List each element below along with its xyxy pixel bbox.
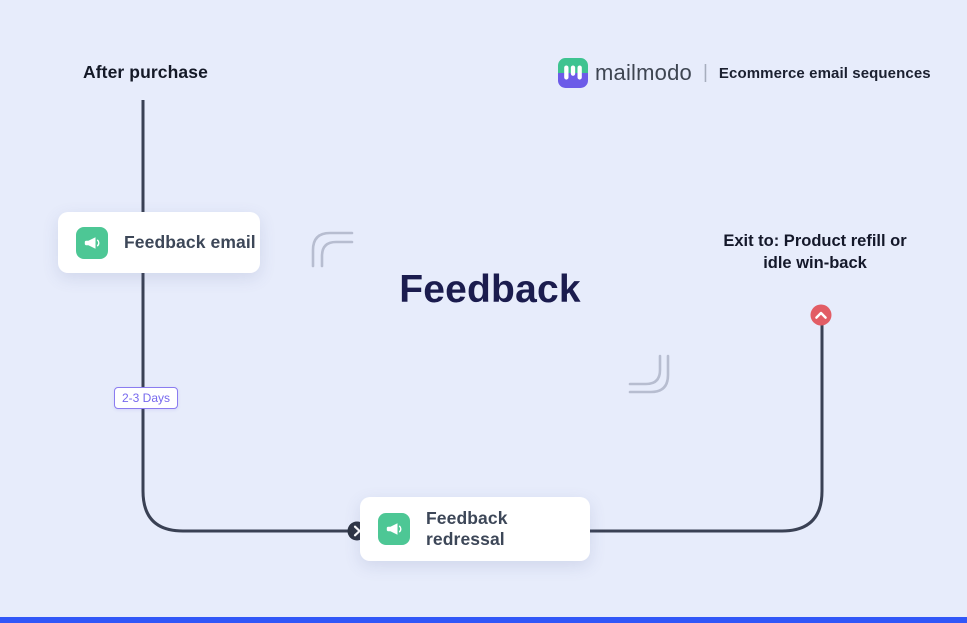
flow-start-label: After purchase xyxy=(83,62,208,82)
megaphone-icon xyxy=(76,226,108,259)
mailmodo-logo-icon[interactable] xyxy=(558,58,588,88)
connector-path xyxy=(141,100,824,533)
exit-note: Exit to: Product refill or idle win-back xyxy=(723,232,907,272)
chevron-up-icon xyxy=(810,304,832,326)
decorative-curve-bottom xyxy=(628,354,670,394)
node-label: Feedback email xyxy=(124,232,256,252)
node-label: Feedback redressal xyxy=(426,508,508,549)
brand-lockup: mailmodo | Ecommerce email sequences xyxy=(558,58,931,88)
decorative-curve-top xyxy=(311,231,354,268)
diagram-title: Feedback xyxy=(399,268,581,311)
brand-separator: | xyxy=(702,62,708,83)
delay-badge: 2-3 Days xyxy=(114,387,179,409)
node-feedback-email[interactable]: Feedback email xyxy=(58,212,260,273)
footer-accent-bar xyxy=(0,617,967,623)
node-feedback-redressal[interactable]: Feedback redressal xyxy=(360,497,590,561)
megaphone-icon xyxy=(378,513,410,545)
brand-name: mailmodo xyxy=(595,60,692,85)
brand-tagline: Ecommerce email sequences xyxy=(718,64,931,82)
